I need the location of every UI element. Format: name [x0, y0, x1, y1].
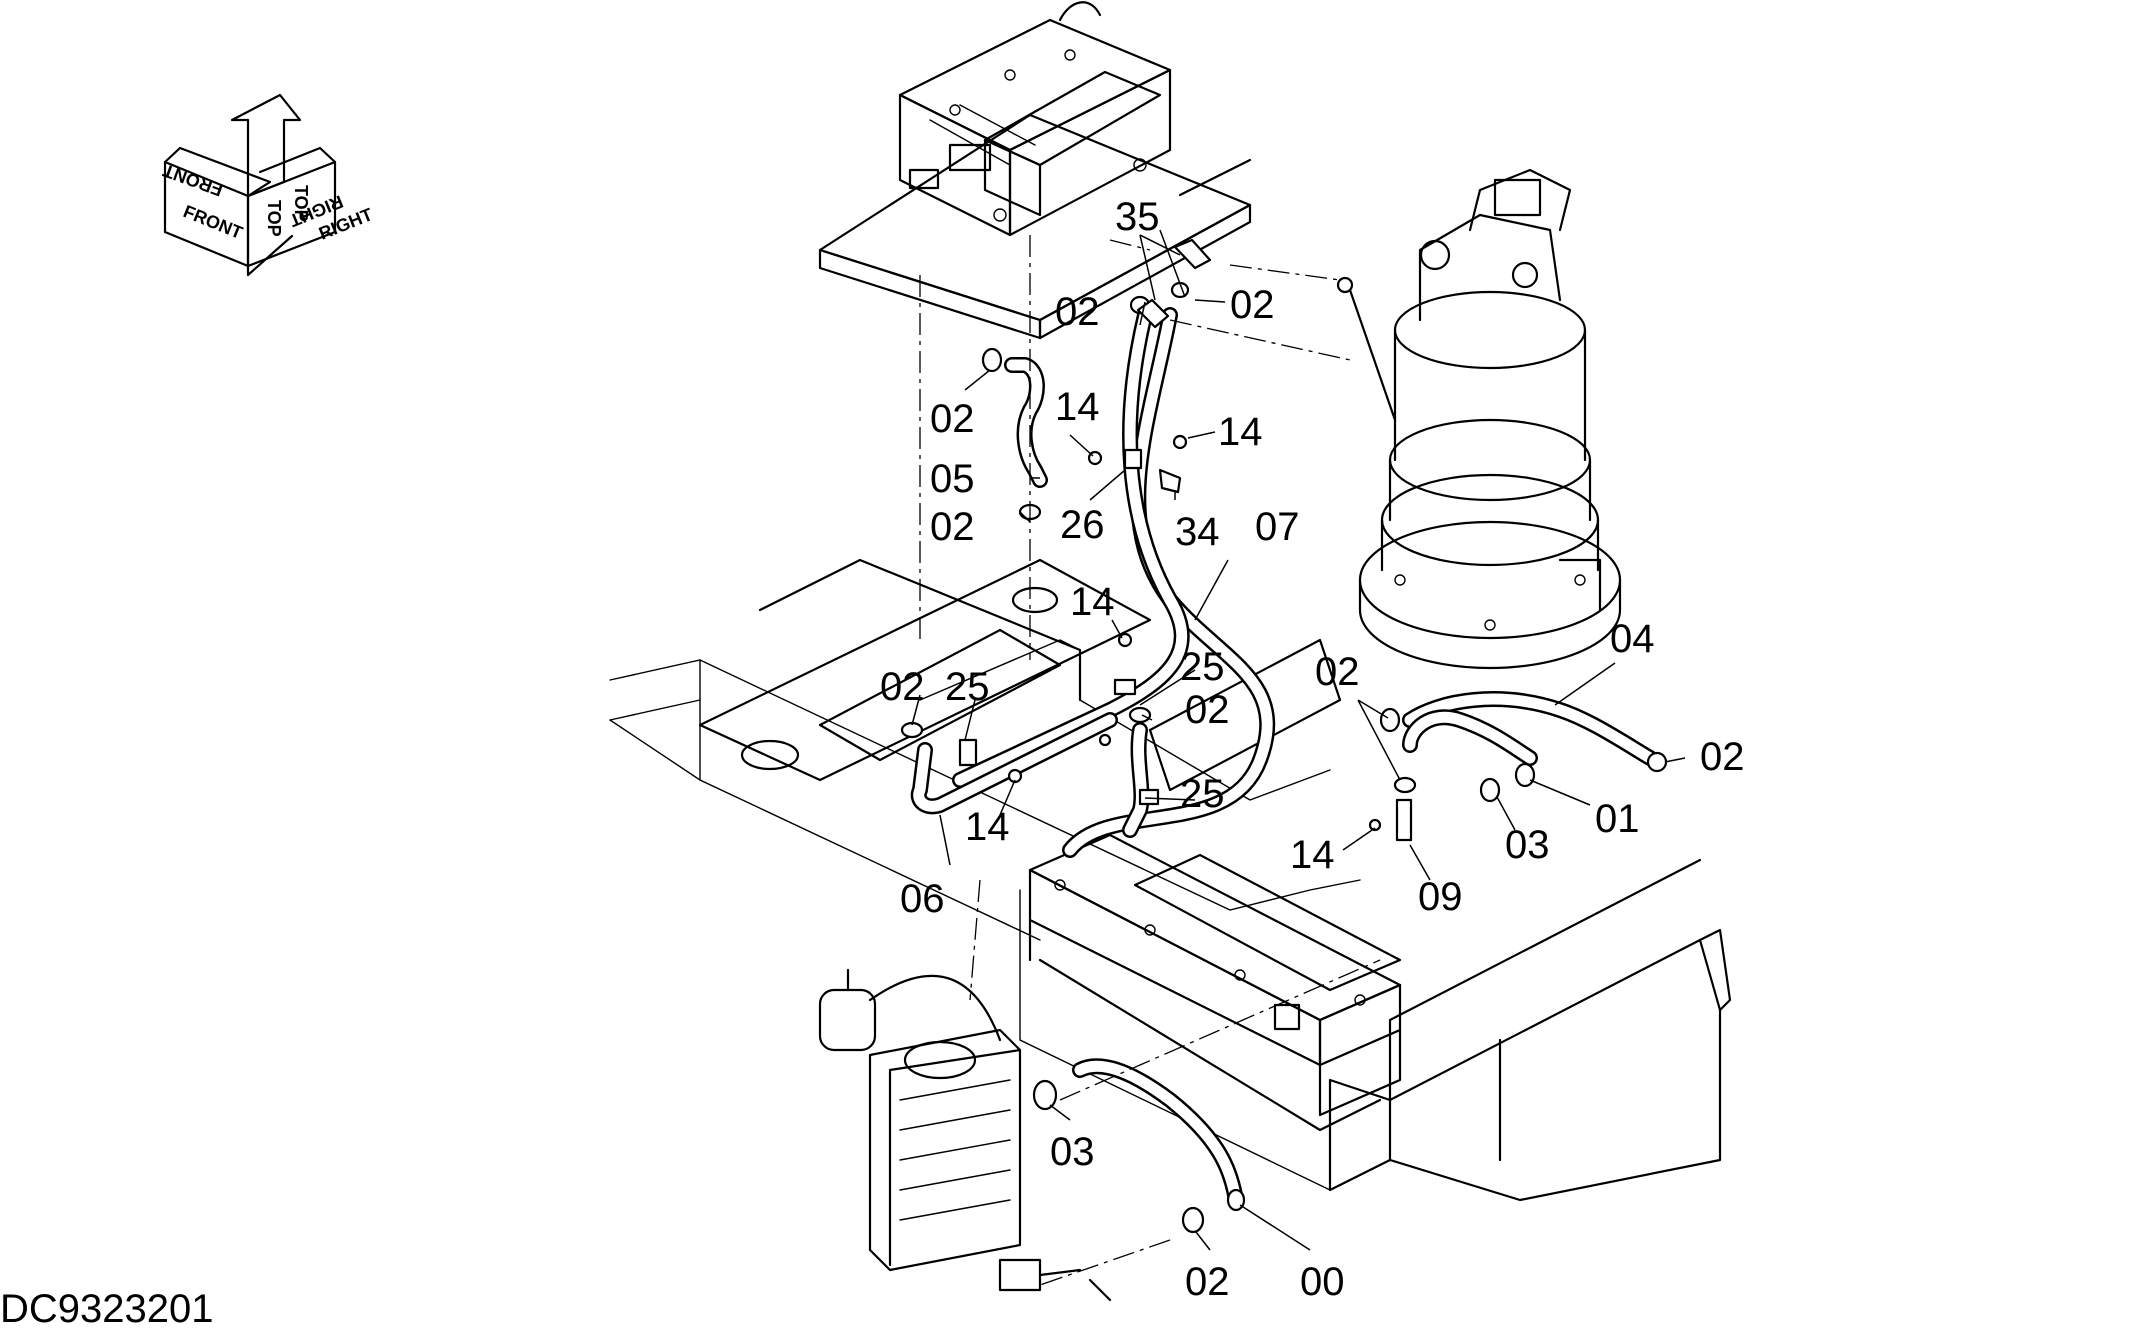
callout-02: 02 [1315, 650, 1360, 694]
fittings [900, 238, 1668, 1234]
swing-motor [1336, 168, 1622, 670]
controller-box [818, 1, 1252, 340]
hose-06 [910, 712, 1118, 815]
callout-14: 14 [1070, 580, 1115, 624]
orientation-arrow-icon: FRONT FRONT TOP TOP RIGHT RIGHT [160, 93, 375, 277]
top-rotated-label: TOP [291, 185, 311, 222]
callout-05: 05 [930, 457, 975, 501]
callout-14: 14 [1218, 410, 1263, 454]
hose-short [1122, 722, 1150, 838]
cooling-module [1028, 833, 1402, 1117]
callout-02: 02 [1185, 1260, 1230, 1304]
callout-07: 07 [1255, 505, 1300, 549]
front-label: FRONT [181, 201, 246, 243]
callout-02: 02 [1230, 283, 1275, 327]
callout-25: 25 [1180, 772, 1225, 816]
reference-lines [919, 235, 1381, 1286]
callout-02: 02 [930, 397, 975, 441]
callout-34: 34 [1175, 510, 1220, 554]
callout-04: 04 [1610, 617, 1655, 661]
callout-14: 14 [1290, 833, 1335, 877]
callout-02: 02 [1055, 290, 1100, 334]
chassis-frame [609, 558, 1732, 1202]
hose-05 [1004, 357, 1048, 488]
callout-03: 03 [1050, 1130, 1095, 1174]
callout-01: 01 [1595, 797, 1640, 841]
top-label: TOP [264, 200, 284, 237]
callout-35: 35 [1115, 195, 1160, 239]
hose-04 [1402, 691, 1658, 766]
callout-02: 02 [930, 505, 975, 549]
front-rotated-label: FRONT [160, 160, 225, 200]
hose-01 [1402, 709, 1538, 766]
callout-25: 25 [1180, 645, 1225, 689]
callout-14: 14 [965, 805, 1010, 849]
callout-25: 25 [945, 665, 990, 709]
callout-02: 02 [880, 665, 925, 709]
callout-09: 09 [1418, 875, 1463, 919]
callout-00: 00 [1300, 1260, 1345, 1304]
callouts: 35 02 02 02 14 14 05 02 26 34 07 14 04 0… [880, 195, 1745, 1304]
callout-14: 14 [1055, 385, 1100, 429]
floor-plate [698, 558, 1342, 792]
drawing-code: DC9323201 [0, 1287, 214, 1331]
leader-lines [911, 229, 1686, 1251]
radiator [818, 968, 1112, 1302]
callout-03: 03 [1505, 823, 1550, 867]
callout-02: 02 [1185, 688, 1230, 732]
hose-00 [1072, 1058, 1243, 1203]
hose-main [952, 307, 1190, 788]
callout-26: 26 [1060, 503, 1105, 547]
callout-06: 06 [900, 877, 945, 921]
callout-02: 02 [1700, 735, 1745, 779]
